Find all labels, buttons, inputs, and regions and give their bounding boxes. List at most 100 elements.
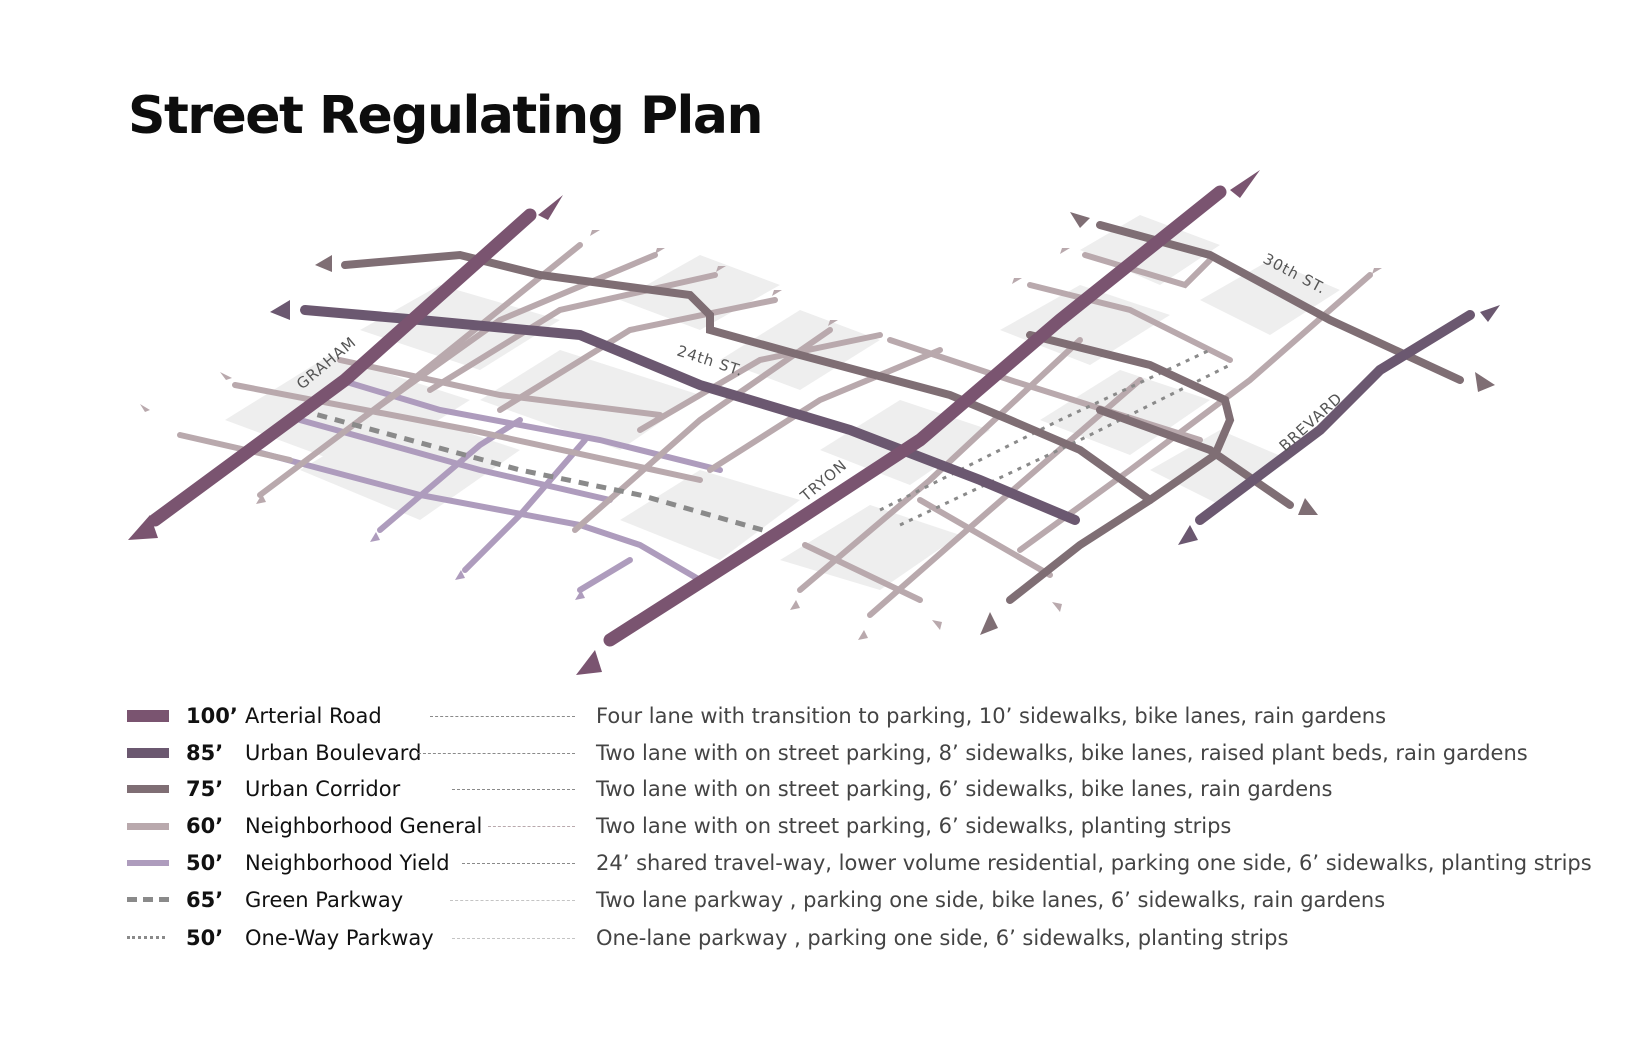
arrow-head — [455, 570, 465, 580]
legend-row-urban-boulevard: 85’ Urban Boulevard Two lane with on str… — [0, 736, 1651, 770]
arrow-head — [932, 620, 942, 630]
general-street-5 — [427, 272, 718, 393]
arrow-head — [1012, 278, 1022, 284]
legend-row-one-way-parkway: 50’ One-Way Parkway One-lane parkway , p… — [0, 921, 1651, 955]
arrow-head — [270, 300, 290, 320]
yield-street-6 — [297, 417, 613, 503]
arterial-tryon — [603, 185, 1227, 647]
arrow-head — [220, 372, 232, 380]
legend-type: Urban Corridor — [245, 777, 401, 801]
legend-leader — [450, 900, 575, 901]
legend-leader — [452, 938, 575, 939]
general-street-1 — [177, 432, 293, 463]
corridor-east-loop — [1006, 331, 1235, 604]
arterial-graham — [148, 208, 537, 527]
street-label-brevard: BREVARD — [1276, 389, 1347, 455]
arrow-head — [538, 195, 563, 220]
legend-description: 24’ shared travel-way, lower volume resi… — [596, 851, 1592, 875]
arterial-roads — [148, 185, 1227, 647]
general-street-12 — [802, 542, 923, 603]
legend-type: Neighborhood Yield — [245, 851, 450, 875]
legend-description: Two lane with on street parking, 6’ side… — [596, 777, 1333, 801]
legend-row-arterial-road: 100’ Arterial Road Four lane with transi… — [0, 699, 1651, 733]
legend-width: 100’ — [186, 704, 238, 728]
arrow-head — [256, 494, 266, 504]
legend-type: Green Parkway — [245, 888, 404, 912]
general-street-8 — [637, 332, 883, 433]
legend-row-green-parkway: 65’ Green Parkway Two lane parkway , par… — [0, 883, 1651, 917]
page-title: Street Regulating Plan — [128, 86, 764, 146]
legend-width: 60’ — [186, 814, 224, 838]
legend-swatch — [127, 748, 169, 758]
arrow-head — [1475, 372, 1495, 392]
legend-row-neighborhood-general: 60’ Neighborhood General Two lane with o… — [0, 809, 1651, 843]
one-way-parkway-2 — [899, 363, 1231, 527]
legend-width: 85’ — [186, 741, 224, 765]
legend-swatch — [127, 936, 165, 939]
green-parkway — [299, 407, 781, 538]
general-street-7 — [572, 327, 833, 533]
general-street-15 — [1017, 272, 1373, 553]
general-street-6 — [497, 297, 778, 413]
arrow-head — [772, 290, 782, 296]
general-street-9 — [707, 347, 943, 473]
arrow-head — [315, 255, 332, 272]
arrow-head — [655, 248, 665, 254]
legend-description: One-lane parkway , parking one side, 6’ … — [596, 926, 1289, 950]
arrow-head — [1060, 248, 1070, 254]
legend-swatch — [127, 897, 169, 902]
legend-leader — [488, 826, 575, 827]
yield-street-4 — [462, 437, 588, 573]
legend-swatch — [127, 785, 169, 793]
arrow-head — [1052, 602, 1062, 612]
corridor-upper-east — [1096, 406, 1294, 509]
arrow-head — [1298, 498, 1318, 515]
legend-leader — [430, 716, 575, 717]
arrow-head — [1230, 170, 1260, 198]
legend-width: 50’ — [186, 926, 224, 950]
arrow-head — [1480, 305, 1500, 322]
arrow-head — [576, 650, 602, 675]
legend-row-urban-corridor: 75’ Urban Corridor Two lane with on stre… — [0, 772, 1651, 806]
arrow-head — [140, 404, 150, 412]
general-street-17 — [1082, 252, 1213, 289]
legend-type: Arterial Road — [245, 704, 382, 728]
arrow-head — [716, 266, 726, 272]
legend-swatch — [127, 710, 169, 722]
street-map: GRAHAM 24th ST. TRYON 30th ST. BREVARD — [128, 170, 1500, 675]
legend-leader — [418, 753, 575, 754]
arrow-head — [590, 230, 600, 236]
legend-swatch — [127, 823, 169, 830]
general-street-16 — [917, 497, 1053, 578]
arrow-head — [828, 320, 838, 326]
arrow-head — [1372, 268, 1382, 274]
legend-row-neighborhood-yield: 50’ Neighborhood Yield 24’ shared travel… — [0, 846, 1651, 880]
boulevard-brevard — [1195, 310, 1475, 525]
corridor-25th — [341, 250, 1154, 504]
arrow-head — [575, 590, 585, 600]
legend-width: 65’ — [186, 888, 224, 912]
legend-type: One-Way Parkway — [245, 926, 434, 950]
general-street-4 — [357, 252, 658, 423]
neighborhood-general-streets — [177, 242, 1373, 618]
general-street-14 — [1027, 282, 1233, 363]
arrow-head — [790, 600, 800, 610]
arrow-head — [1178, 525, 1198, 545]
arrow-head — [1070, 212, 1090, 228]
legend-width: 50’ — [186, 851, 224, 875]
yield-street-5 — [577, 557, 633, 593]
legend-description: Four lane with transition to parking, 10… — [596, 704, 1387, 728]
legend-leader — [462, 863, 575, 864]
general-street-11 — [867, 377, 1143, 618]
legend-swatch — [127, 860, 169, 866]
building-footprints — [225, 215, 1340, 590]
legend-leader — [452, 789, 575, 790]
arrowheads — [128, 170, 1500, 675]
arrow-head — [858, 630, 868, 640]
legend-width: 75’ — [186, 777, 224, 801]
legend-description: Two lane with on street parking, 8’ side… — [596, 741, 1528, 765]
arrow-head — [370, 532, 380, 542]
yield-street-3 — [377, 417, 523, 533]
legend-description: Two lane with on street parking, 6’ side… — [596, 814, 1232, 838]
general-street-18 — [337, 357, 663, 418]
